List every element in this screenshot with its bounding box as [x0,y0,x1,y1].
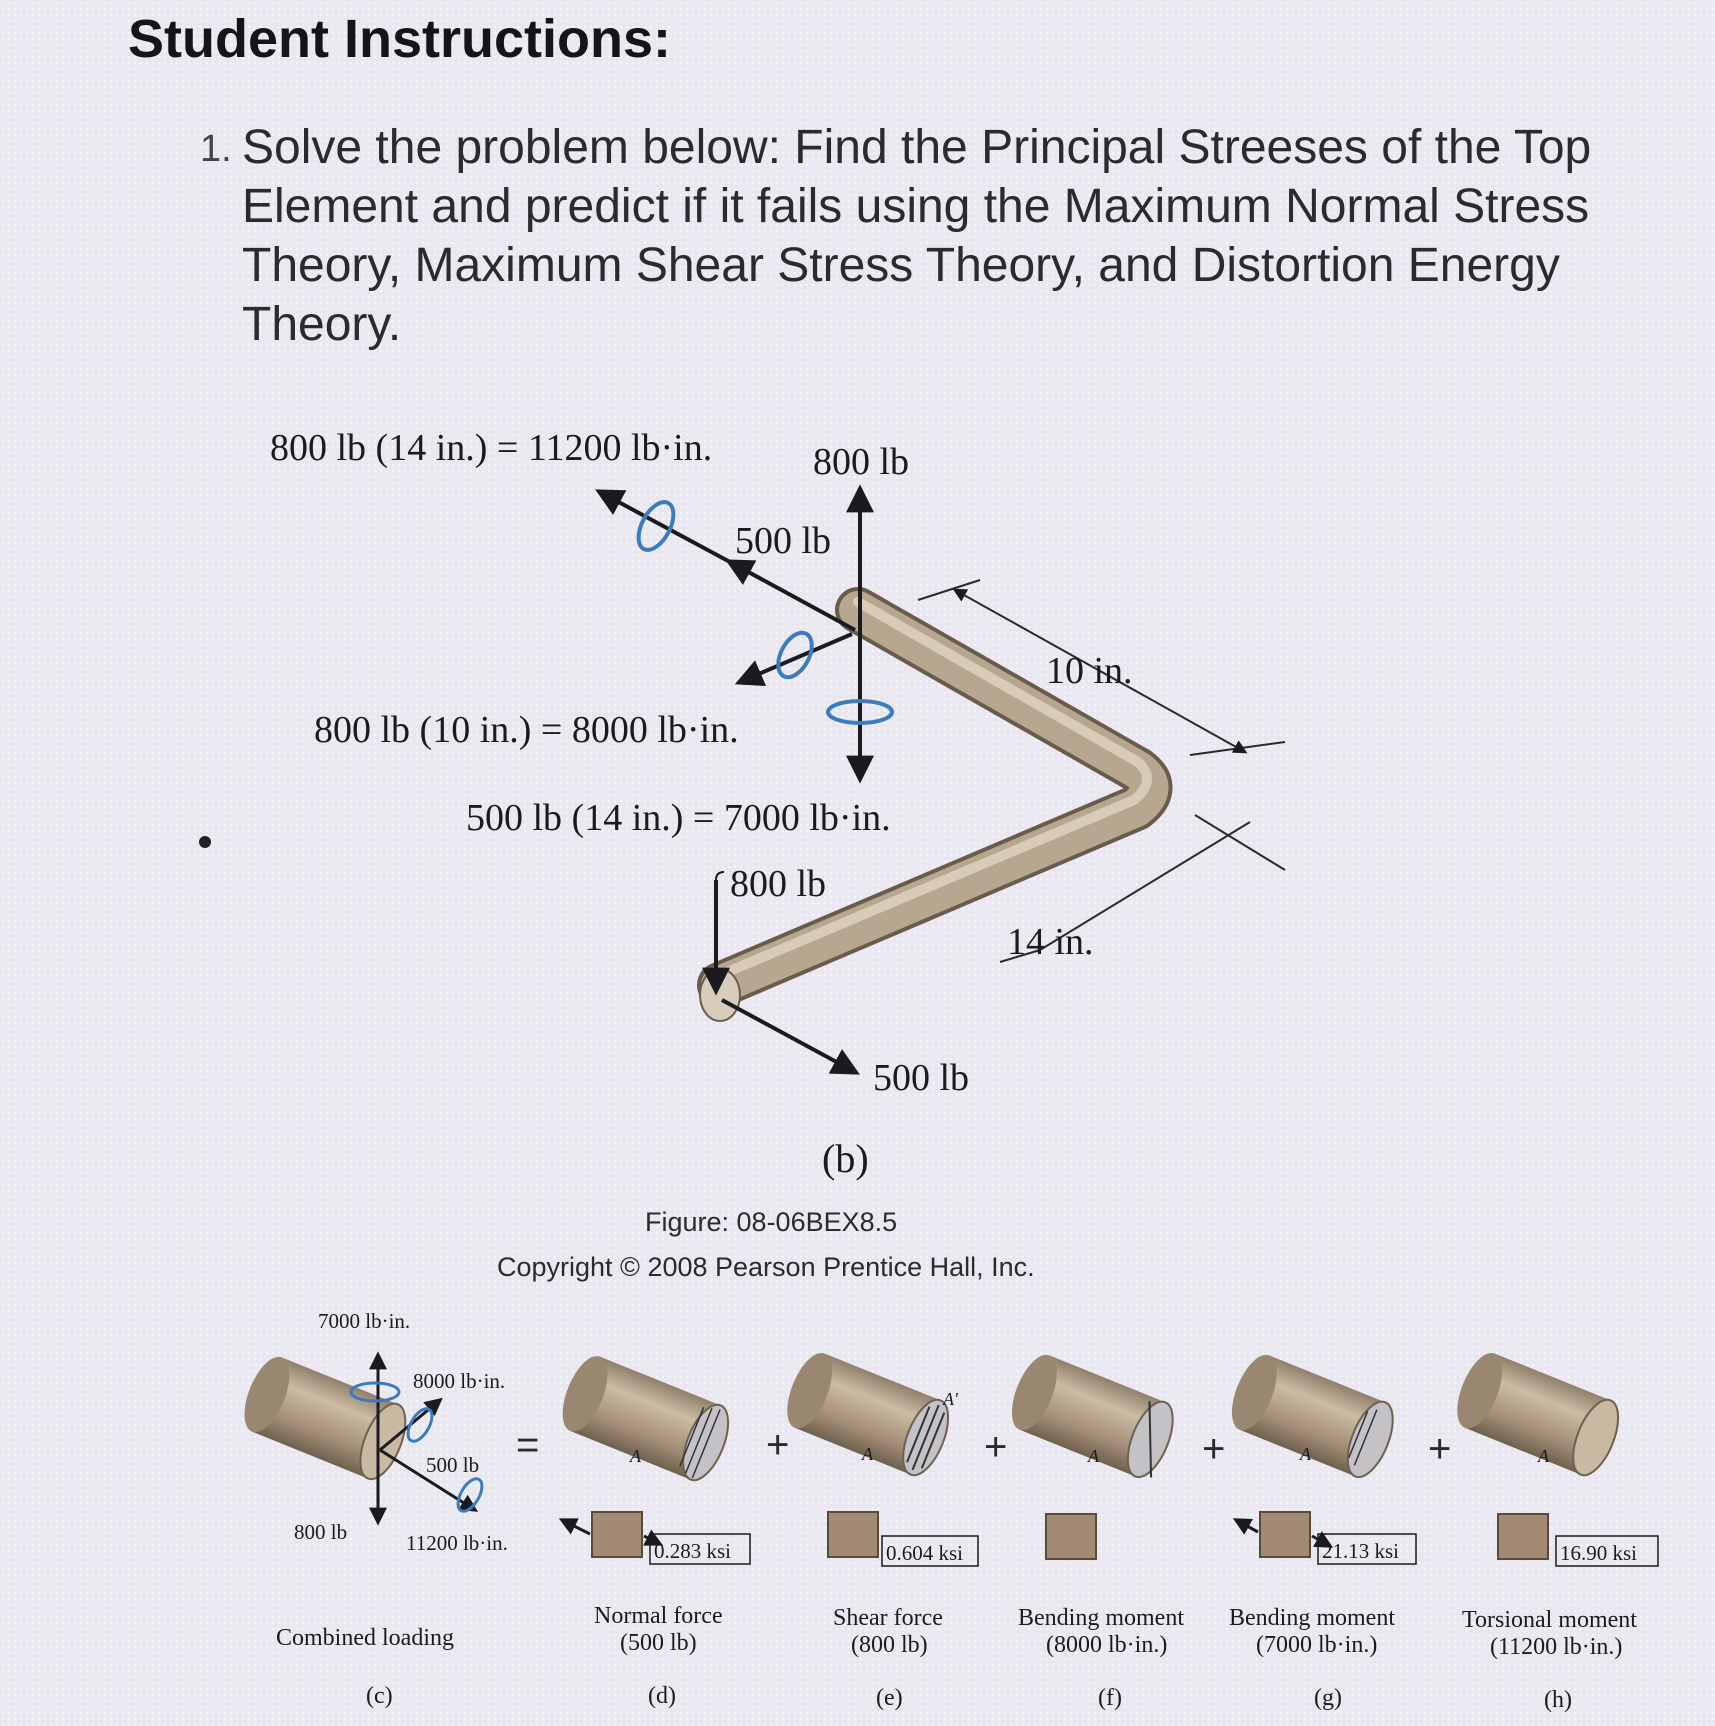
label-10in: 10 in. [1046,650,1133,692]
label-500lb-end: 500 lb [873,1057,969,1099]
lower-end-forces [702,871,860,1075]
instruction-text: Solve the problem below: Find the Princi… [242,121,1592,351]
label-800lb-top: 800 lb [813,441,909,483]
label-14in: 14 in. [1007,921,1094,963]
label-moment-7000: 500 lb (14 in.) = 7000 lb·in. [466,797,891,839]
label-800lb-end: 800 lb [730,863,826,905]
label-moment-11200: 800 lb (14 in.) = 11200 lb·in. [270,427,712,469]
list-bullet-dot [199,836,211,848]
figure-id-caption: Figure: 08-06BEX8.5 [645,1207,897,1237]
copyright-caption: Copyright © 2008 Pearson Prentice Hall, … [497,1252,1035,1282]
page-heading: Student Instructions: [128,9,671,69]
dimension-lines [917,579,1286,963]
label-moment-8000: 800 lb (10 in.) = 8000 lb·in. [314,709,739,751]
instruction-number: 1. [200,128,232,170]
panel-label-b: (b) [822,1136,869,1181]
top-end-forces [595,484,894,784]
label-500lb-top: 500 lb [735,520,831,562]
